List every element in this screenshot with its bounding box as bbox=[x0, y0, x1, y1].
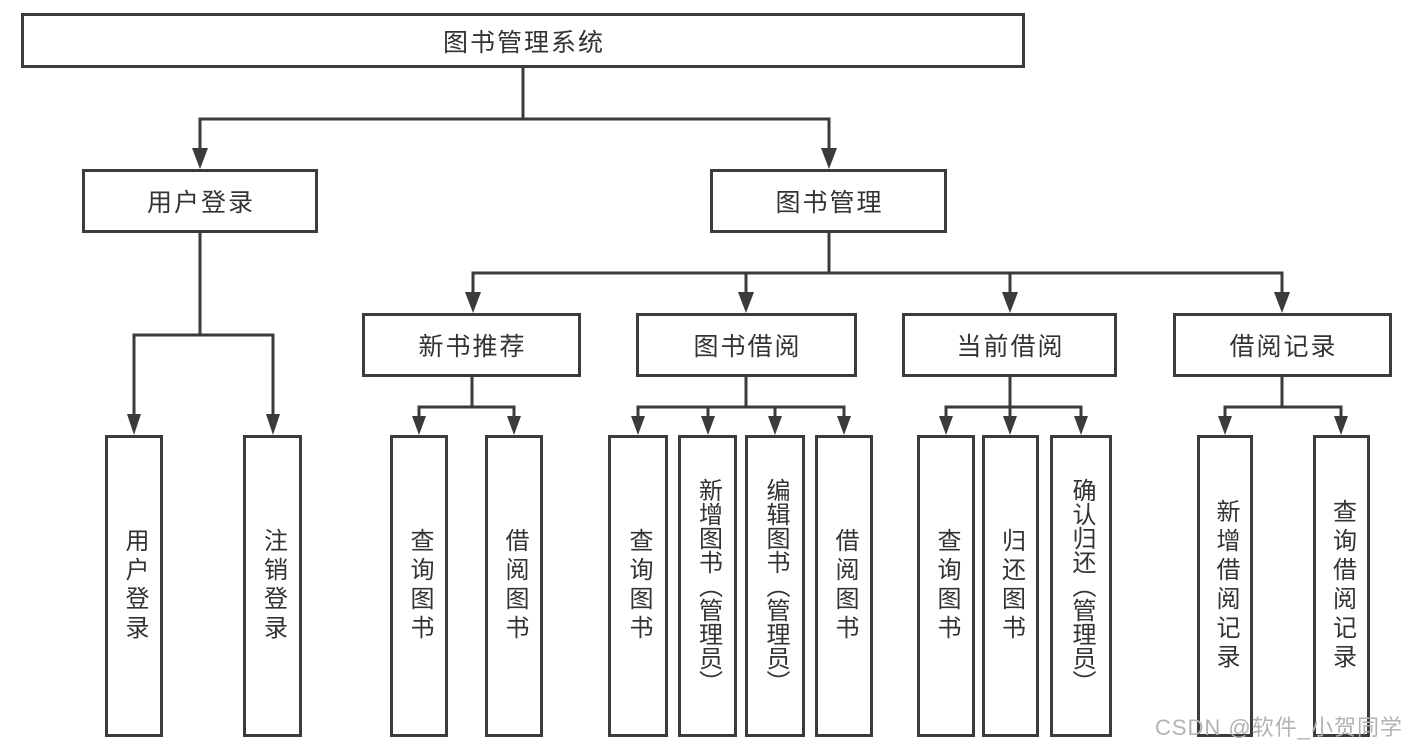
leaf-user-login: 用户登录 bbox=[105, 435, 163, 737]
leaf-query-borrow-record: 查询借阅记录 bbox=[1313, 435, 1370, 737]
node-user-login-label: 用户登录 bbox=[146, 189, 255, 217]
leaf-add-books-admin-label: 新增图书（管理员） bbox=[694, 478, 722, 694]
leaf-borrow-books-label: 借阅图书 bbox=[831, 528, 858, 644]
connector-new-book bbox=[412, 375, 521, 435]
node-new-book-recommend: 新书推荐 bbox=[362, 313, 581, 377]
node-library-system-label: 图书管理系统 bbox=[442, 28, 605, 57]
leaf-add-borrow-record: 新增借阅记录 bbox=[1197, 435, 1253, 737]
leaf-add-books-admin: 新增图书（管理员） bbox=[678, 435, 737, 737]
leaf-query-books: 查询图书 bbox=[608, 435, 668, 737]
node-borrowing-records-label: 借阅记录 bbox=[1229, 333, 1338, 361]
connector-book-borrow bbox=[631, 375, 851, 435]
leaf-query-books-label: 查询图书 bbox=[625, 528, 652, 644]
leaf-query-books-recommend: 查询图书 bbox=[390, 435, 448, 737]
watermark: CSDN @软件_小贺同学 bbox=[1154, 715, 1403, 740]
node-library-system: 图书管理系统 bbox=[21, 13, 1025, 68]
node-book-borrowing: 图书借阅 bbox=[636, 313, 857, 377]
leaf-confirm-return-admin: 确认归还（管理员） bbox=[1050, 435, 1112, 737]
node-user-login: 用户登录 bbox=[82, 169, 318, 233]
node-current-borrowing: 当前借阅 bbox=[902, 313, 1117, 377]
connector-cur-borrow bbox=[939, 375, 1088, 435]
node-new-book-recommend-label: 新书推荐 bbox=[418, 333, 527, 361]
connector-user-login bbox=[127, 231, 280, 435]
leaf-return-books: 归还图书 bbox=[982, 435, 1039, 737]
leaf-logout-label: 注销登录 bbox=[259, 528, 287, 644]
leaf-confirm-return-admin-label: 确认归还（管理员） bbox=[1068, 478, 1095, 694]
leaf-logout: 注销登录 bbox=[243, 435, 302, 737]
leaf-query-books-current-label: 查询图书 bbox=[933, 528, 960, 644]
connector-book-mgmt bbox=[465, 231, 1290, 313]
connector-root bbox=[192, 66, 837, 169]
node-current-borrowing-label: 当前借阅 bbox=[956, 333, 1065, 361]
node-borrowing-records: 借阅记录 bbox=[1173, 313, 1392, 377]
node-book-management-label: 图书管理 bbox=[775, 189, 884, 217]
leaf-borrow-books-recommend-label: 借阅图书 bbox=[501, 528, 528, 644]
leaf-edit-books-admin-label: 编辑图书（管理员） bbox=[762, 478, 789, 694]
leaf-add-borrow-record-label: 新增借阅记录 bbox=[1212, 499, 1239, 673]
leaf-edit-books-admin: 编辑图书（管理员） bbox=[745, 435, 805, 737]
node-book-management: 图书管理 bbox=[710, 169, 947, 233]
leaf-query-books-recommend-label: 查询图书 bbox=[406, 528, 433, 644]
leaf-borrow-books-recommend: 借阅图书 bbox=[485, 435, 543, 737]
leaf-borrow-books: 借阅图书 bbox=[815, 435, 873, 737]
leaf-query-books-current: 查询图书 bbox=[917, 435, 975, 737]
leaf-query-borrow-record-label: 查询借阅记录 bbox=[1328, 499, 1356, 673]
leaf-user-login-label: 用户登录 bbox=[121, 528, 148, 644]
node-book-borrowing-label: 图书借阅 bbox=[693, 333, 802, 361]
connector-borrow-rec bbox=[1218, 375, 1348, 435]
leaf-return-books-label: 归还图书 bbox=[997, 528, 1025, 644]
